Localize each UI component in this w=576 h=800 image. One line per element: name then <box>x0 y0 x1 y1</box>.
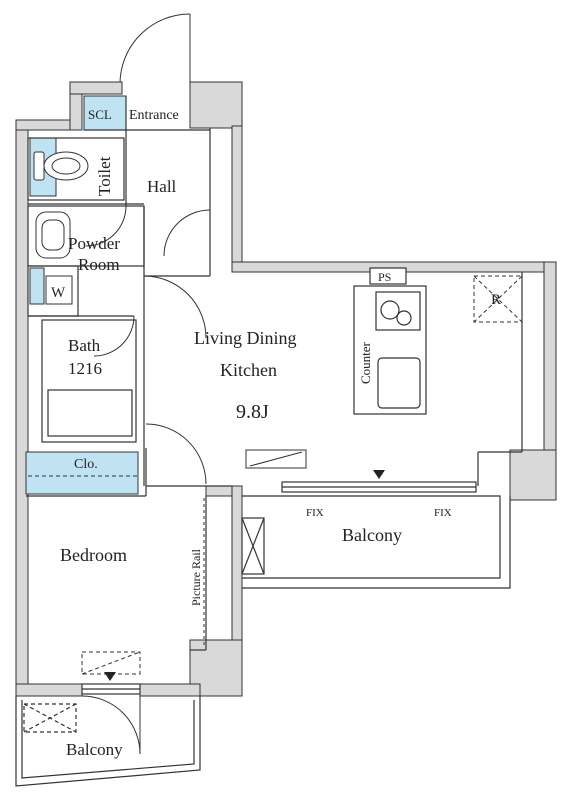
vent-symbol <box>245 449 307 469</box>
entrance-door <box>119 13 191 85</box>
fix-right-label: FIX <box>434 507 452 519</box>
ps-label: PS <box>378 270 391 284</box>
balcony-main-label: Balcony <box>342 525 402 545</box>
bedroom-vent <box>81 651 141 675</box>
bath-size-label: 1216 <box>68 359 102 378</box>
refrigerator-label: R <box>491 292 501 308</box>
balcony-bedroom-label: Balcony <box>66 740 123 759</box>
bath-label: Bath <box>68 336 101 355</box>
toilet-fixture <box>33 151 89 181</box>
ldk-label-2: Kitchen <box>220 360 277 380</box>
ldk-area-label: 9.8J <box>236 401 269 423</box>
kitchen-counter <box>353 267 427 415</box>
closet-label: Clo. <box>74 457 98 472</box>
picture-rail-label: Picture Rail <box>189 548 203 606</box>
bedroom-label: Bedroom <box>60 545 127 565</box>
scl-label: SCL <box>88 107 112 122</box>
balcony-main-outline <box>241 495 511 589</box>
door-swings <box>81 205 211 755</box>
refrigerator-space <box>473 275 523 323</box>
window-markers <box>104 470 385 681</box>
hall-label: Hall <box>147 177 177 196</box>
walls <box>15 81 557 697</box>
fix-left-label: FIX <box>306 507 324 519</box>
washer-label: W <box>51 285 66 301</box>
powder-room-label-2: Room <box>78 255 120 274</box>
wet-areas <box>25 95 139 495</box>
toilet-label: Toilet <box>95 156 114 196</box>
washer-fixture <box>45 275 73 305</box>
balcony-bedroom-outline <box>15 696 201 787</box>
ldk-label-1: Living Dining <box>194 328 297 348</box>
powder-room-label-1: Powder <box>68 234 120 253</box>
interior-lines <box>26 96 523 695</box>
washbasin <box>35 211 71 259</box>
entrance-label: Entrance <box>129 108 179 123</box>
counter-label: Counter <box>358 341 373 384</box>
